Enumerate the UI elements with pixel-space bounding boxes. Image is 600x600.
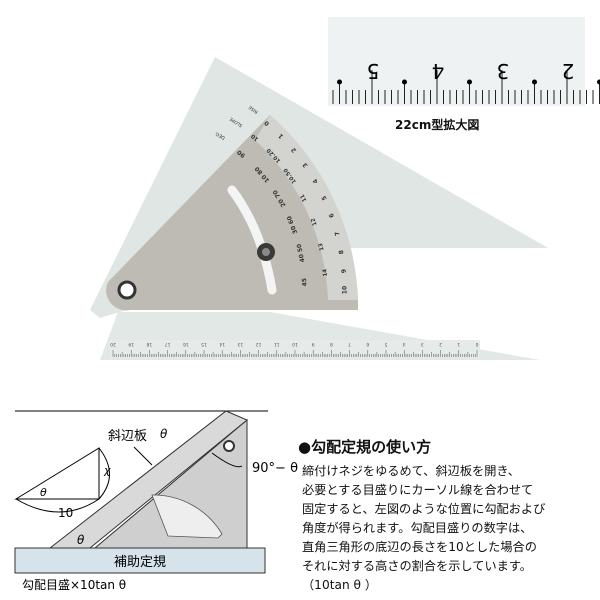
scale-number: 20 [110,341,116,347]
scale-number: 12 [256,341,262,347]
base-ruler-label: 補助定規 [114,555,166,570]
scale-number: 19 [128,341,134,347]
howto-body: 締付けネジをゆるめて、斜辺板を開き、 必要とする目盛りにカーソル線を合わせて 固… [302,462,545,595]
arc-label-slope-value: 13 [318,242,326,251]
arc-label-rise-value: 0 [263,119,271,127]
arc-label-slope-value: 10 [250,132,260,142]
bottom-theta: θ [77,533,85,547]
ruler-dot [532,79,537,85]
ruler-number-2: 2 [562,59,575,83]
arc-label-rise-value: 7 [334,231,342,237]
ruler-number-3: 3 [497,59,510,83]
scale-number: 8 [330,341,333,347]
scale-number: 0 [475,341,478,347]
enlarged-scale-caption: 22cm型拡大図 [395,118,480,132]
arc-label-slope-value: 11 [299,193,308,203]
scale-number: 6 [366,341,369,347]
scale-number: 7 [348,341,351,347]
scale-number: 2 [439,341,442,347]
scale-number: 11 [274,341,280,347]
howto-line: （10tan θ ） [302,578,378,592]
arc-label-rise-value: 10 [342,286,349,294]
arc-label-rise-value: 3 [302,161,310,168]
complement-angle: 90°− θ [252,461,298,476]
arc-scale-band [255,115,358,300]
ruler-dot [337,79,342,85]
screw-center [262,248,270,256]
enlarged-ruler: 5 4 3 2 [328,17,600,106]
howto-line: 直角三角形の底辺の長さを10とした場合の [302,540,537,554]
howto-line: 固定すると、左図のような位置に勾配および [302,502,546,516]
arc-label-rise-value: 6 [328,212,336,218]
example-theta: θ [40,486,47,499]
howto-line: それに対する高さの割合を示しています。 [302,559,532,573]
gradient-formula: 勾配目盛×10tan θ [22,577,126,592]
scale-number: 9 [312,341,315,347]
scale-number: 18 [146,341,152,347]
usage-diagram: 補助定規 勾配目盛×10tan θ θ 10 χ 斜辺板 θ θ 90°− θ [14,410,298,592]
scale-number: 17 [165,341,171,347]
arm-slot [227,185,277,295]
ruler-dot [402,79,407,85]
arc-label-slope-value: 12 [310,217,318,226]
howto-title: ●勾配定規の使い方 [298,438,432,456]
scale-number: 15 [201,341,207,347]
arc-label-rise-value: 8 [338,249,346,254]
mini-arc-scale [151,494,223,539]
example-triangle [14,447,100,500]
howto-line: 必要とする目盛りにカーソル線を合わせて [302,483,534,497]
ruler-dot [597,79,600,85]
plate-label: 斜辺板 [108,429,147,444]
arc-label-slope-value: 14 [322,268,329,276]
enlarged-ruler-ticks [332,70,600,104]
howto-line: 締付けネジをゆるめて、斜辺板を開き、 [302,464,520,478]
pivot-icon [223,440,235,452]
howto-line: 角度が得られます。勾配目盛りの数字は、 [302,521,533,535]
scale-number: 4 [403,341,406,347]
arc-label-rise-value: 2 [290,146,298,154]
base-ruler [14,547,266,574]
arc-label-rise-value: 1 [277,132,285,140]
arc-label-degree-value: 40 50 [296,243,307,263]
pivot-hole-icon [117,280,137,300]
scale-number: 13 [237,341,243,347]
example-height: χ [103,464,111,477]
arc-label-rise-value: 9 [341,269,348,274]
ruler-dot [467,79,472,85]
arc-label-rise-value: 5 [321,195,329,202]
scale-number: 14 [219,341,225,347]
scale-number: 5 [384,341,387,347]
arc-label-degree-value: 90 [236,148,247,159]
scale-number: 16 [183,341,189,347]
arc-label-degree-value: 45 [301,278,308,287]
ruler-number-5: 5 [367,59,380,83]
example-base-length: 10 [58,506,73,520]
scale-number: 10 [292,341,298,347]
arc-label-degrees: DEG. [214,130,227,141]
scale-number: 3 [421,341,424,347]
scale-number: 1 [457,341,460,347]
ruler-number-4: 4 [432,59,445,83]
arc-label-rise-value: 4 [312,177,320,184]
arc-label-rise: RISE [247,104,259,115]
bottom-scale-strip [110,340,480,358]
top-theta: θ [160,427,168,441]
